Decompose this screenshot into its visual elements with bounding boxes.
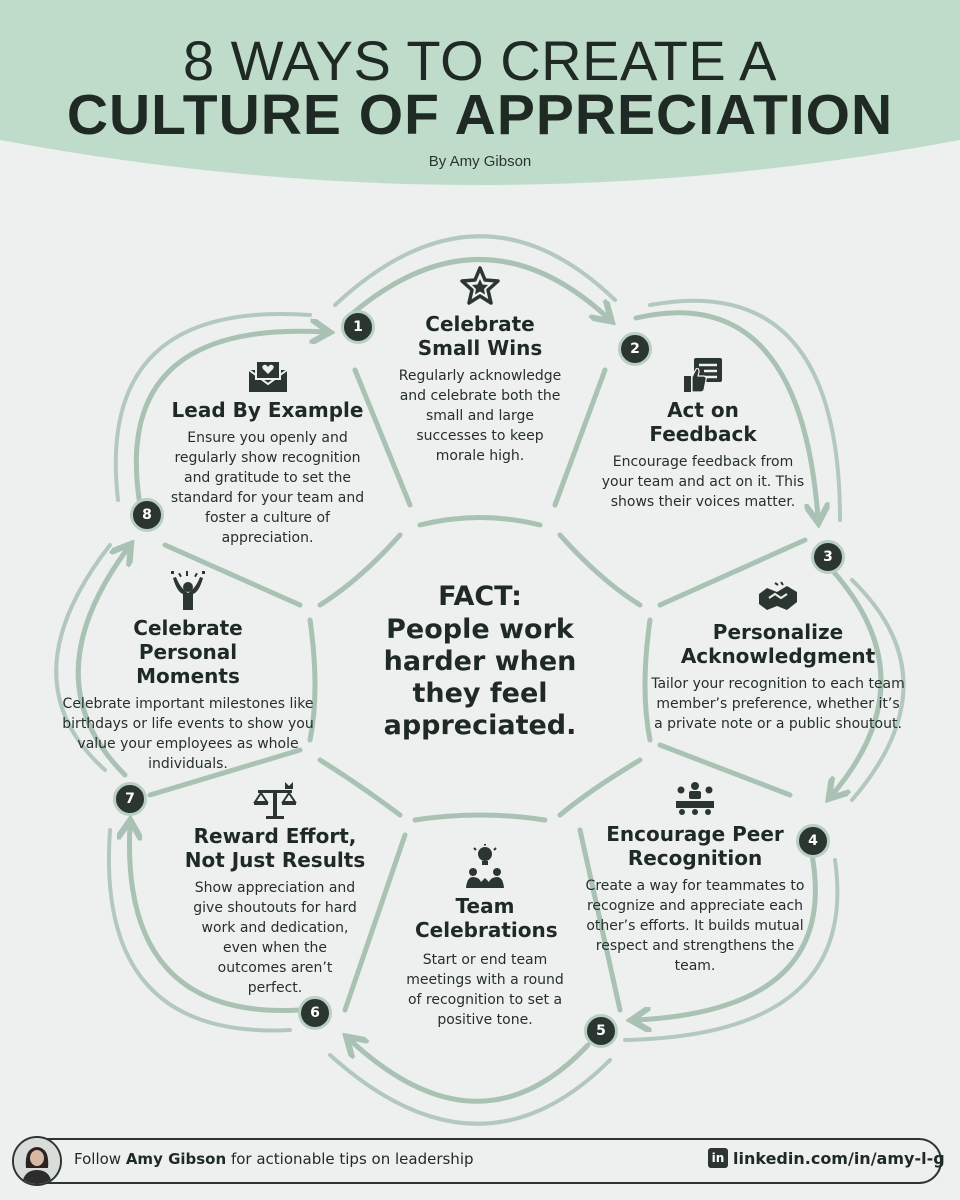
feedback-thumbs-up-icon xyxy=(684,358,722,393)
step-7-badge: 7 xyxy=(113,782,147,816)
step-2-badge: 2 xyxy=(618,332,652,366)
step-7-celebrate-personal-moments: Celebrate Personal Moments Celebrate imp… xyxy=(60,570,316,774)
step-8-lead-by-example: Lead By Example Ensure you openly and re… xyxy=(165,358,370,548)
step-1-celebrate-small-wins: Celebrate Small Wins Regularly acknowled… xyxy=(395,266,565,466)
step-4-badge: 4 xyxy=(796,824,830,858)
step-1-text: Regularly acknowledge and celebrate both… xyxy=(398,368,562,464)
handshake-icon xyxy=(759,581,797,610)
step-6-badge: 6 xyxy=(298,996,332,1030)
footer-text: Follow Amy Gibson for actionable tips on… xyxy=(74,1150,474,1168)
step-1-badge: 1 xyxy=(341,310,375,344)
footer-author-name: Amy Gibson xyxy=(125,1150,227,1168)
fact-text: People work harder when they feel apprec… xyxy=(383,614,577,741)
star-badge-icon xyxy=(460,266,500,305)
step-7-title: Celebrate Personal Moments xyxy=(133,616,243,688)
step-2-title: Act on Feedback xyxy=(649,398,757,446)
step-2-act-on-feedback: Act on Feedback Encourage feedback from … xyxy=(598,356,808,512)
linkedin-link[interactable]: in linkedin.com/in/amy-l-g xyxy=(708,1148,945,1168)
step-4-encourage-peer-recognition: Encourage Peer Recognition Create a way … xyxy=(580,780,810,976)
balance-scale-icon xyxy=(253,782,297,819)
title-line-2: CULTURE OF APPRECIATION xyxy=(66,83,894,147)
step-3-personalize-acknowledgment: Personalize Acknowledgment Tailor your r… xyxy=(650,580,906,734)
step-5-title: Team Celebrations xyxy=(415,894,558,942)
step-2-text: Encourage feedback from your team and ac… xyxy=(601,454,805,510)
celebrating-person-icon xyxy=(171,571,205,610)
step-3-title: Personalize Acknowledgment xyxy=(680,620,876,668)
step-8-text: Ensure you openly and regularly show rec… xyxy=(170,430,365,546)
step-3-badge: 3 xyxy=(811,540,845,574)
byline: By Amy Gibson xyxy=(428,153,532,170)
step-6-reward-effort: Reward Effort, Not Just Results Show app… xyxy=(180,780,370,998)
step-1-title: Celebrate Small Wins xyxy=(417,312,543,360)
title-line-1: 8 WAYS TO CREATE A xyxy=(182,29,778,92)
step-6-text: Show appreciation and give shoutouts for… xyxy=(193,880,357,996)
envelope-heart-icon xyxy=(247,360,288,392)
step-5-team-celebrations: Team Celebrations Start or end team meet… xyxy=(400,844,570,1030)
step-7-text: Celebrate important milestones like birt… xyxy=(62,696,314,772)
footer-bar xyxy=(18,1138,942,1184)
step-6-title: Reward Effort, Not Just Results xyxy=(184,824,366,872)
step-4-title: Encourage Peer Recognition xyxy=(606,822,784,870)
team-idea-icon xyxy=(466,844,504,888)
fact-label: FACT: xyxy=(438,581,522,612)
avatar xyxy=(12,1136,62,1186)
step-3-text: Tailor your recognition to each team mem… xyxy=(651,676,905,732)
avatar-portrait-icon xyxy=(14,1138,60,1184)
step-8-badge: 8 xyxy=(130,498,164,532)
footer-prefix: Follow xyxy=(74,1150,126,1168)
linkedin-icon: in xyxy=(708,1148,728,1168)
step-8-title: Lead By Example xyxy=(171,398,364,422)
step-5-text: Start or end team meetings with a round … xyxy=(406,952,564,1028)
linkedin-url[interactable]: linkedin.com/in/amy-l-g xyxy=(733,1148,945,1168)
footer-suffix: for actionable tips on leadership xyxy=(226,1150,474,1168)
peer-group-icon xyxy=(676,782,714,815)
center-fact: FACT: People work harder when they feel … xyxy=(355,580,605,742)
step-5-badge: 5 xyxy=(584,1014,618,1048)
header-band xyxy=(0,0,960,185)
step-4-text: Create a way for teammates to recognize … xyxy=(585,878,805,974)
